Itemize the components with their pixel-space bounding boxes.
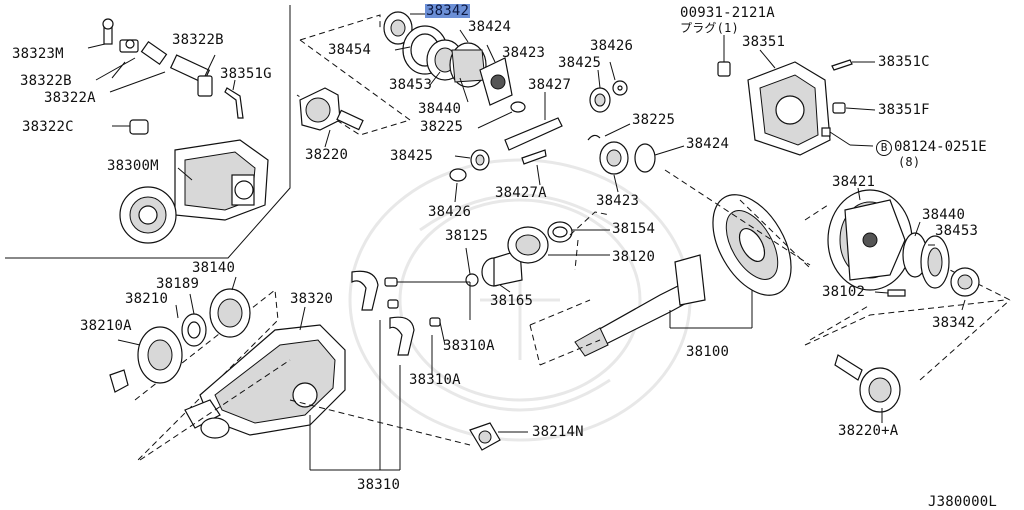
label-38322b[interactable]: 38322B xyxy=(20,73,72,89)
label-38426-top[interactable]: 38426 xyxy=(590,38,634,54)
diff-assembly-38300m xyxy=(119,139,269,244)
label-38225-top[interactable]: 38225 xyxy=(420,119,464,135)
circle-b-marker: B xyxy=(876,140,892,156)
bolt-code-text: 08124-0251E xyxy=(894,139,987,155)
label-38351f[interactable]: 38351F xyxy=(878,102,930,118)
label-38310[interactable]: 38310 xyxy=(357,477,401,493)
label-38453-right[interactable]: 38453 xyxy=(935,223,979,239)
label-38351c[interactable]: 38351C xyxy=(878,54,930,70)
label-38310a-1[interactable]: 38310A xyxy=(443,338,495,354)
label-38323m[interactable]: 38323M xyxy=(12,46,64,62)
label-38140[interactable]: 38140 xyxy=(192,260,236,276)
label-38425-mid[interactable]: 38425 xyxy=(390,148,434,164)
label-38424-mid[interactable]: 38424 xyxy=(686,136,730,152)
diff-internals-top xyxy=(383,11,526,129)
label-38342-right[interactable]: 38342 xyxy=(932,315,976,331)
label-38220a[interactable]: 38220+A xyxy=(838,423,899,439)
label-38210[interactable]: 38210 xyxy=(125,291,169,307)
companion-flange-38220 xyxy=(299,87,364,148)
diagram-code: J380000L xyxy=(928,494,998,510)
label-38210a[interactable]: 38210A xyxy=(80,318,132,334)
label-38440-top[interactable]: 38440 xyxy=(418,101,462,117)
label-38225-mid[interactable]: 38225 xyxy=(632,112,676,128)
mount-parts xyxy=(87,18,244,135)
label-38322b-top[interactable]: 38322B xyxy=(172,32,224,48)
label-38426-mid[interactable]: 38426 xyxy=(428,204,472,220)
label-00931-2121a[interactable]: 00931-2121A xyxy=(680,5,775,21)
carrier-housing-38320 xyxy=(139,306,471,461)
label-38322c[interactable]: 38322C xyxy=(22,119,74,135)
label-38220[interactable]: 38220 xyxy=(305,147,349,163)
label-38102[interactable]: 38102 xyxy=(822,284,866,300)
label-38342-highlighted[interactable]: 38342 xyxy=(425,3,471,19)
label-38425-top[interactable]: 38425 xyxy=(558,55,602,71)
label-38214n[interactable]: 38214N xyxy=(532,424,584,440)
label-38424-top[interactable]: 38424 xyxy=(468,19,512,35)
label-38423-mid[interactable]: 38423 xyxy=(596,193,640,209)
label-38427[interactable]: 38427 xyxy=(528,77,572,93)
label-38351g[interactable]: 38351G xyxy=(220,66,272,82)
diff-case-38421 xyxy=(804,187,1011,381)
label-38423-top[interactable]: 38423 xyxy=(502,45,546,61)
label-38165[interactable]: 38165 xyxy=(490,293,534,309)
drive-pinion-shaft xyxy=(529,254,753,366)
label-38351[interactable]: 38351 xyxy=(742,34,786,50)
label-38120[interactable]: 38120 xyxy=(612,249,656,265)
label-38453-top[interactable]: 38453 xyxy=(389,77,433,93)
label-38322a[interactable]: 38322A xyxy=(44,90,96,106)
label-38310a-2[interactable]: 38310A xyxy=(409,372,461,388)
label-bolt-qty: (8) xyxy=(898,155,921,169)
label-38440-right[interactable]: 38440 xyxy=(922,207,966,223)
pinion-shaft-group xyxy=(449,61,685,203)
pinion-bearing-set xyxy=(465,211,611,293)
bearing-caps-38310 xyxy=(309,270,471,471)
ring-gear-38100 xyxy=(664,169,811,296)
side-bearing-group xyxy=(109,276,279,461)
label-38454[interactable]: 38454 xyxy=(328,42,372,58)
label-38300m[interactable]: 38300M xyxy=(107,158,159,174)
rear-cover-38351 xyxy=(717,35,876,156)
label-38125[interactable]: 38125 xyxy=(445,228,489,244)
label-38189[interactable]: 38189 xyxy=(156,276,200,292)
companion-flange-38220a xyxy=(804,299,1006,423)
label-38100[interactable]: 38100 xyxy=(686,344,730,360)
drain-plug-38214n xyxy=(469,422,528,451)
inset-border xyxy=(5,5,291,259)
label-plug-note: プラグ(1) xyxy=(680,21,739,35)
label-38427a[interactable]: 38427A xyxy=(495,185,547,201)
label-38154[interactable]: 38154 xyxy=(612,221,656,237)
label-38320[interactable]: 38320 xyxy=(290,291,334,307)
label-38421[interactable]: 38421 xyxy=(832,174,876,190)
